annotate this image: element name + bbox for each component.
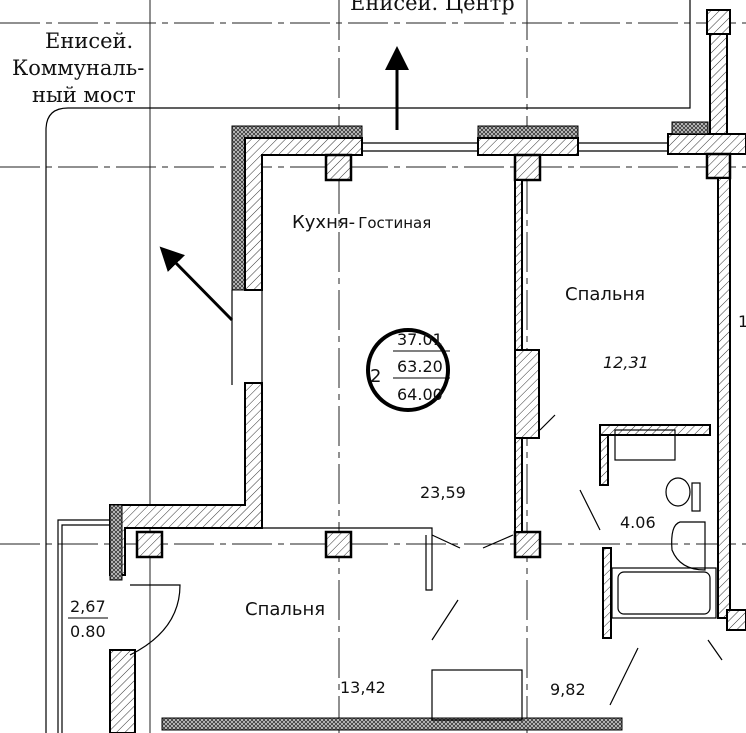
direction-center-label: Енисей. Центр — [350, 0, 515, 15]
kitchen-living-area: 23,59 — [420, 483, 466, 502]
direction-bridge-line-3: ный мост — [32, 83, 136, 107]
total-area: 63.20 — [397, 357, 443, 376]
bedroom-2-area: 13,42 — [340, 678, 386, 697]
wardrobe-icon — [431, 669, 523, 721]
bathroom-area: 4.06 — [620, 513, 656, 532]
balcony-area: 2,67 — [70, 597, 106, 616]
direction-bridge-line-1: Енисей. — [45, 29, 133, 53]
kitchen-living-label: Кухня-Гостиная — [292, 212, 431, 233]
rooms-count: 2 — [370, 366, 381, 387]
site-boundary — [45, 0, 691, 733]
wall-kitchen — [109, 125, 668, 591]
bedroom-1-label: Спальня — [565, 284, 645, 305]
edge-fragment-text: 1 — [738, 312, 746, 331]
balcony-door-icon — [129, 584, 181, 656]
arrow-northwest-icon — [159, 246, 234, 322]
wall-north-block — [667, 9, 746, 631]
bathtub-icon — [611, 567, 717, 619]
hall-area: 9,82 — [550, 680, 586, 699]
direction-bridge-line-2: Коммуналь- — [12, 56, 144, 80]
balcony — [57, 519, 623, 733]
total-area-with-balcony: 64.00 — [397, 385, 443, 404]
toilet-icon — [665, 477, 691, 507]
bathroom-fixtures — [599, 424, 717, 639]
bedroom-1-area: 12,31 — [603, 353, 649, 372]
balcony-area-reduced: 0.80 — [70, 622, 106, 641]
apartment-summary-badge: 2 37.01 63.20 64.00 — [366, 328, 450, 412]
living-area: 37.01 — [397, 330, 443, 349]
door-swings — [431, 414, 723, 706]
bedroom-2-label: Спальня — [245, 599, 325, 620]
sink-icon — [671, 521, 706, 571]
